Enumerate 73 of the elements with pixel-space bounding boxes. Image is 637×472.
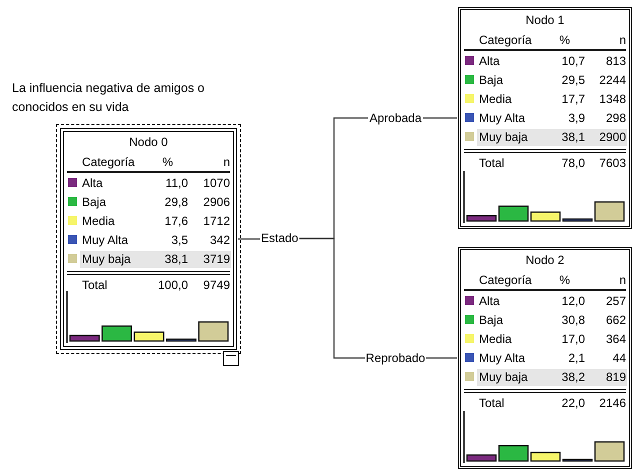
percent-value: 17,7 <box>562 92 585 107</box>
column-header: n <box>223 155 230 170</box>
chart-title: La influencia negativa de amigos o conocidos en su vida <box>12 80 206 116</box>
tree-node <box>458 247 632 469</box>
split-variable-label: Estado <box>261 231 298 246</box>
count-value: 2244 <box>599 73 626 88</box>
node-title: Nodo 1 <box>524 13 566 28</box>
category-label: Media <box>82 214 115 229</box>
count-value: 9749 <box>203 278 230 293</box>
count-value: 662 <box>606 313 626 328</box>
category-label: Alta <box>82 176 103 191</box>
percent-value: 29,8 <box>164 195 188 210</box>
count-value: 1712 <box>203 214 230 229</box>
count-value: 364 <box>606 332 626 347</box>
column-header: Categoría <box>82 155 135 170</box>
percent-value: 29,5 <box>562 73 585 88</box>
percent-value: 38,1 <box>164 252 188 267</box>
percent-value: 3,5 <box>171 233 188 248</box>
tree-node <box>458 7 632 229</box>
category-label: Alta <box>479 54 500 69</box>
edge-label: Aprobada <box>368 111 423 125</box>
category-label: Muy baja <box>479 370 528 385</box>
category-label: Muy Alta <box>82 233 128 248</box>
count-value: 7603 <box>599 156 626 171</box>
category-label: Muy baja <box>479 130 528 145</box>
count-value: 257 <box>606 294 626 309</box>
column-header: Categoría <box>479 33 532 48</box>
category-label: Baja <box>82 195 106 210</box>
category-label: Muy baja <box>82 252 131 267</box>
percent-value: 38,1 <box>562 130 585 145</box>
column-header: n <box>619 33 626 48</box>
percent-value: 38,2 <box>562 370 585 385</box>
count-value: 2146 <box>599 396 626 411</box>
category-label: Media <box>479 92 512 107</box>
category-label: Muy Alta <box>479 111 526 126</box>
column-header: % <box>559 273 570 288</box>
percent-value: 10,7 <box>562 54 585 69</box>
count-value: 2900 <box>599 130 626 145</box>
total-label: Total <box>479 396 504 411</box>
category-label: Baja <box>479 313 504 328</box>
percent-value: 11,0 <box>166 176 188 191</box>
category-label: Muy Alta <box>479 351 526 366</box>
count-value: 819 <box>606 370 626 385</box>
count-value: 1348 <box>599 92 626 107</box>
category-label: Media <box>479 332 512 347</box>
total-label: Total <box>82 278 108 293</box>
category-label: Alta <box>479 294 500 309</box>
column-header: Categoría <box>479 273 532 288</box>
count-value: 3719 <box>203 252 230 267</box>
percent-value: 17,6 <box>164 214 188 229</box>
count-value: 1070 <box>203 176 230 191</box>
percent-value: 100,0 <box>158 278 188 293</box>
percent-value: 12,0 <box>562 294 585 309</box>
percent-value: 22,0 <box>562 396 585 411</box>
column-header: % <box>559 33 570 48</box>
count-value: 342 <box>210 233 230 248</box>
total-label: Total <box>479 156 504 171</box>
column-header: n <box>619 273 626 288</box>
connector-line <box>238 238 260 240</box>
count-value: 298 <box>606 111 626 126</box>
node-title: Nodo 2 <box>524 253 566 268</box>
percent-value: 3,9 <box>568 111 585 126</box>
count-value: 44 <box>612 351 626 366</box>
percent-value: 30,8 <box>562 313 585 328</box>
node-title: Nodo 0 <box>128 135 169 150</box>
percent-value: 2,1 <box>568 351 585 366</box>
percent-value: 78,0 <box>562 156 585 171</box>
edge-label: Reprobado <box>364 351 426 365</box>
category-label: Baja <box>479 73 504 88</box>
percent-value: 17,0 <box>562 332 585 347</box>
count-value: 813 <box>606 54 626 69</box>
count-value: 2906 <box>203 195 230 210</box>
column-header: % <box>162 155 173 170</box>
